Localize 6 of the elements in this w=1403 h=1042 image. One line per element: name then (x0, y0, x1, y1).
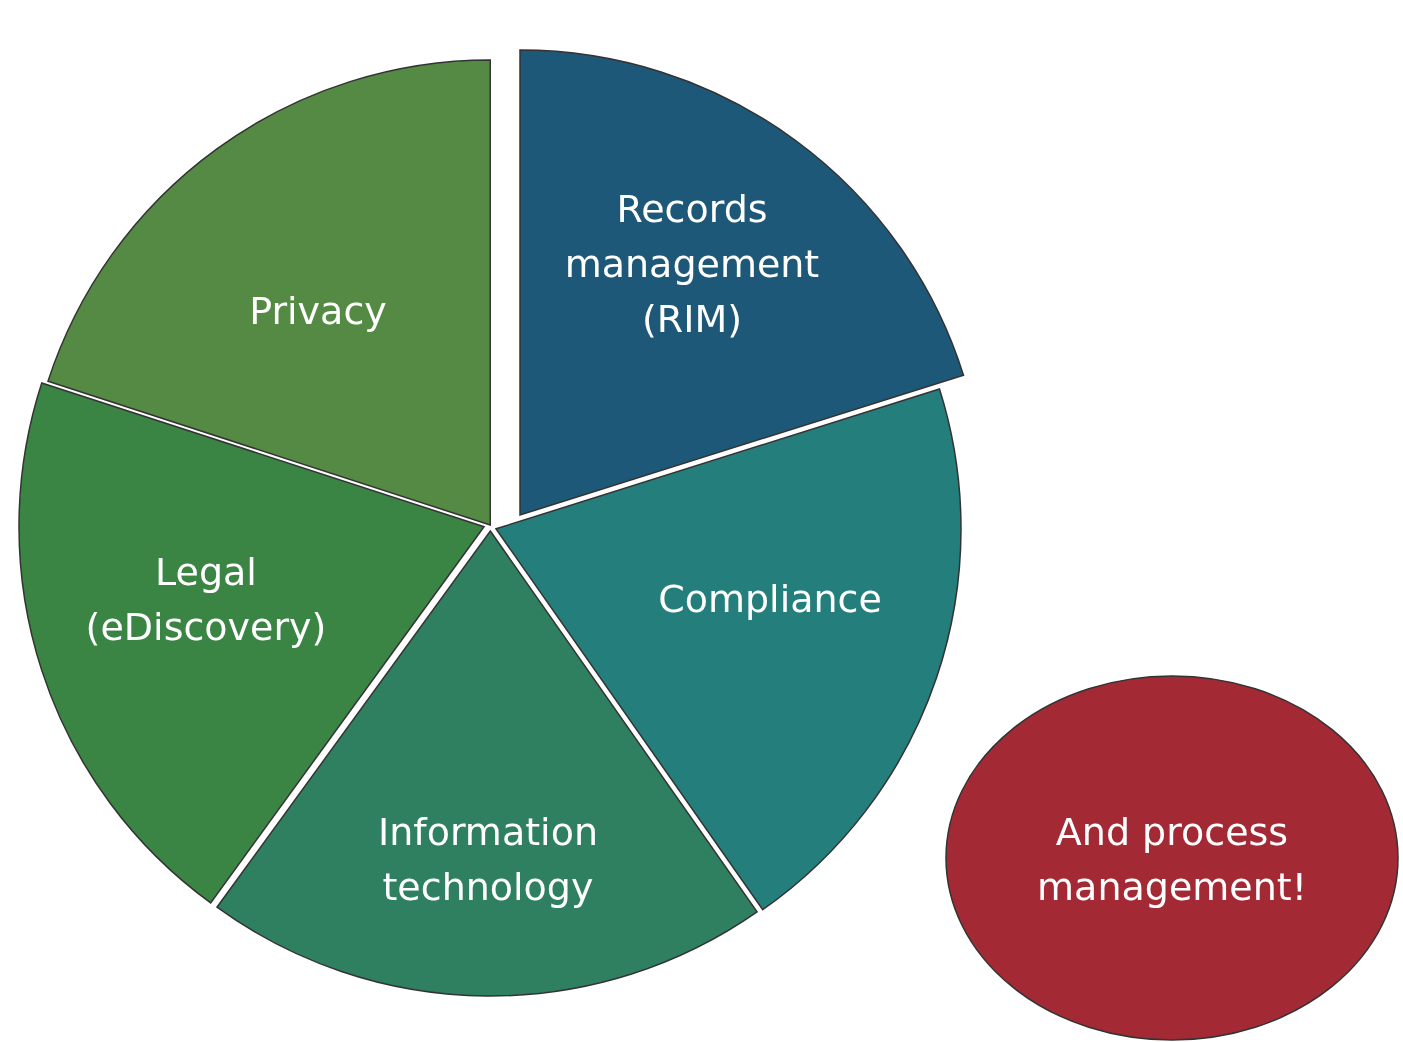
segment-label: Records management (RIM) (563, 186, 821, 344)
segment-label: Compliance (657, 576, 883, 624)
segment-label: And process management! (1036, 808, 1308, 911)
segment-label: Information technology (377, 808, 599, 911)
segment-label: Legal (eDiscovery) (84, 548, 328, 651)
segment-label: Privacy (248, 288, 388, 336)
